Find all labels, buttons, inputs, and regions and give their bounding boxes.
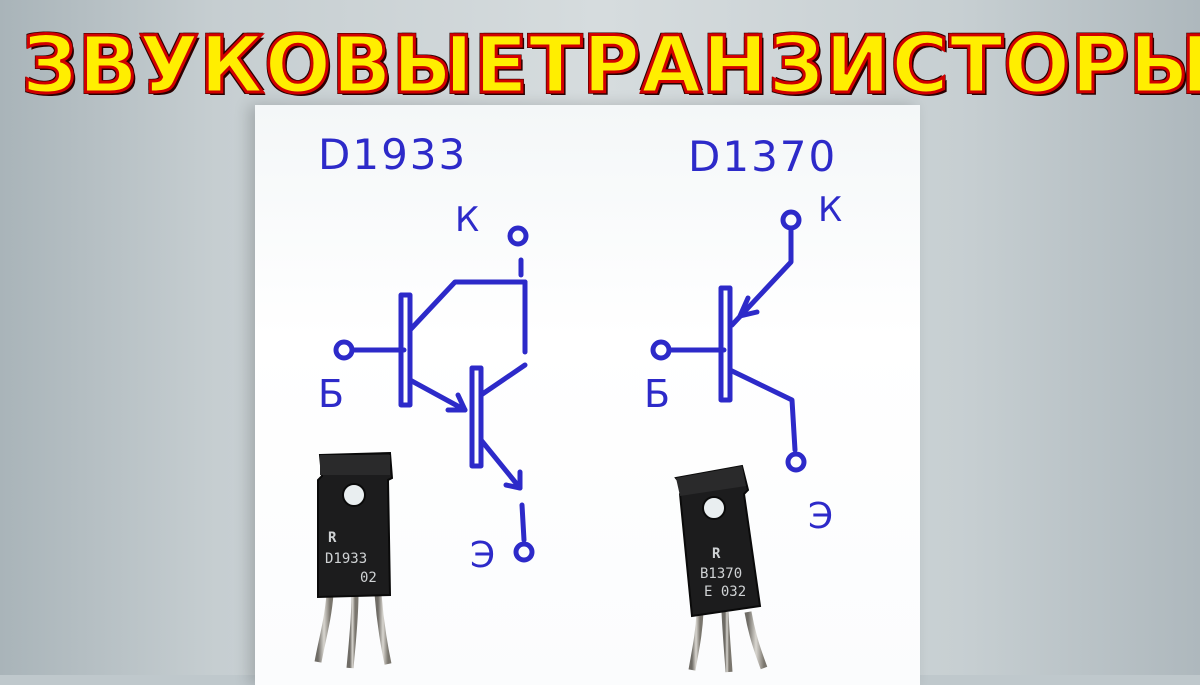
left-package-body (317, 451, 394, 599)
left-collector-terminal (507, 225, 529, 247)
right-mounting-hole (702, 496, 726, 520)
left-package-tab (320, 455, 390, 475)
right-logo: R (712, 546, 721, 562)
left-q2-base-bar (469, 365, 484, 469)
left-collector-label: К (455, 200, 482, 240)
left-lead-2 (346, 593, 359, 669)
left-base-label: Б (318, 372, 347, 416)
left-q1-arrow (445, 392, 468, 413)
left-q2-arrow (503, 469, 523, 491)
right-base-bar (718, 285, 733, 403)
left-lead-3 (374, 593, 392, 665)
left-q1-emitter (407, 377, 468, 413)
right-schematic (650, 209, 807, 473)
right-base-label: Б (644, 372, 673, 416)
right-lead-1 (688, 611, 704, 671)
right-collector-wire (729, 225, 794, 328)
left-schematic (333, 225, 535, 563)
right-emitter-label: Э (808, 496, 836, 537)
left-marking-line-2: 02 (360, 570, 377, 586)
left-marking-line-1: D1933 (325, 551, 367, 567)
right-lead-2 (721, 611, 733, 673)
left-emitter-wire (519, 502, 527, 543)
left-emitter-label: Э (470, 535, 498, 576)
right-transistor: R B1370 E 032 (674, 464, 768, 673)
right-marking-line-1: B1370 (700, 566, 742, 582)
left-q2-emitter (478, 437, 523, 491)
right-collector-label: К (818, 190, 845, 230)
left-lead-1 (314, 593, 334, 663)
banner-title: ЗВУКОВЫЕ ТРАНЗИСТОРЫ (0, 16, 1200, 116)
left-q2-collector (478, 362, 528, 398)
right-part-number: D1370 (688, 132, 838, 181)
left-q1-collector (407, 279, 528, 333)
right-lead-3 (744, 611, 768, 670)
left-logo: R (328, 530, 337, 546)
right-package-tab (676, 466, 746, 496)
right-marking-line-2: E 032 (704, 584, 746, 600)
banner-word-2: ТРАНЗИСТОРЫ (527, 21, 1200, 111)
left-mounting-hole (342, 483, 366, 507)
right-collector-arrow (737, 295, 760, 319)
left-emitter-terminal (513, 541, 535, 563)
left-q1-base-bar (398, 292, 413, 408)
right-emitter-terminal (785, 451, 807, 473)
right-emitter-wire (727, 367, 798, 453)
left-transistor: R D1933 02 (314, 451, 394, 669)
banner-word-1: ЗВУКОВЫЕ (21, 21, 530, 111)
left-part-number: D1933 (318, 130, 468, 179)
